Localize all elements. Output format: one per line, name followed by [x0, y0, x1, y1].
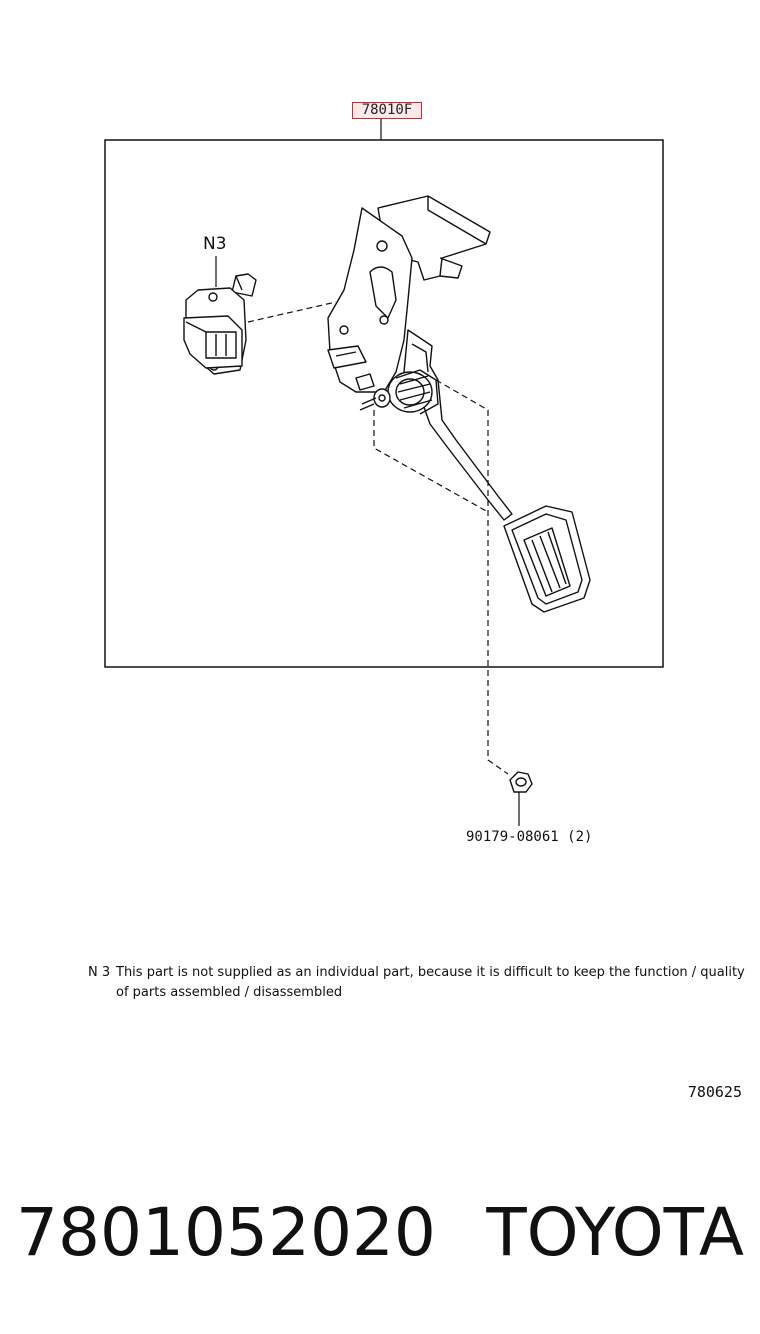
pedal-pad [503, 505, 591, 613]
pedal-bracket [327, 195, 491, 393]
note-mark: N 3 [88, 965, 111, 980]
sensor-dashed-leader [247, 301, 337, 323]
pedal-arm [355, 329, 513, 521]
nut-part [509, 771, 533, 793]
footer: 7801052020 TOYOTA [0, 1188, 760, 1278]
footer-brand: TOYOTA [486, 1194, 744, 1271]
callout-n3: N3 [203, 234, 227, 254]
note-text: This part is not supplied as an individu… [116, 965, 745, 1000]
assembly-frame [104, 139, 664, 668]
pedal-position-sensor [183, 273, 257, 375]
assembly-code-label: 78010F [352, 102, 422, 119]
nut-part-number: 90179-08061 (2) [466, 829, 593, 845]
footer-part-number: 7801052020 [16, 1194, 436, 1271]
illustration-number: 780625 [687, 1083, 742, 1101]
nut-dashed-leaders [373, 379, 509, 775]
note-block: N 3 This part is not supplied as an indi… [88, 963, 748, 1003]
